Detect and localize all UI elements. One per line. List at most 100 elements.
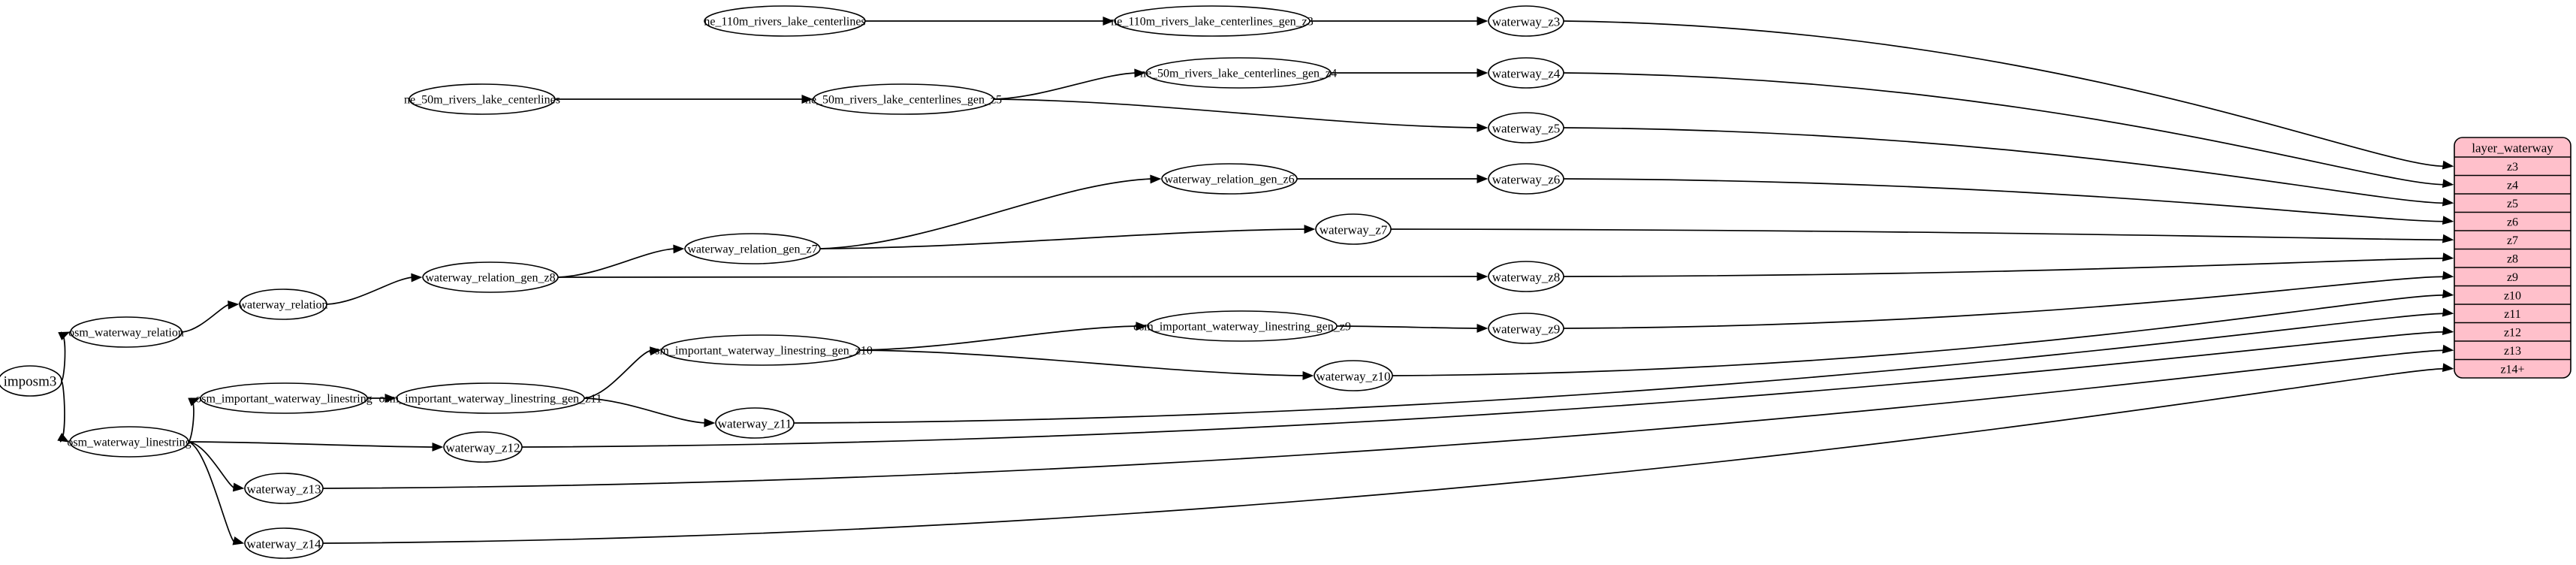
node-label: waterway_z10 [1316,370,1390,384]
record-row-z7[interactable]: z7 [2507,234,2518,247]
edge-waterway_z13-to-layer_waterway-z13 [322,344,2454,489]
node-osm_waterway_linestring[interactable]: osm_waterway_linestring [67,426,192,458]
node-label: osm_important_waterway_linestring_gen_z1… [649,345,873,358]
edge-waterway_z11-to-layer_waterway-z11 [793,307,2454,424]
node-waterway_relation_gen_z8[interactable]: waterway_relation_gen_z8 [422,261,559,293]
record-row-z5[interactable]: z5 [2507,198,2518,210]
node-label: waterway_z4 [1492,67,1561,81]
node-waterway_relation_gen_z7[interactable]: waterway_relation_gen_z7 [684,233,821,264]
node-osm_important_waterway_linestring_gen_z9[interactable]: osm_important_waterway_linestring_gen_z9 [1133,310,1351,342]
node-waterway_z6[interactable]: waterway_z6 [1488,163,1564,195]
node-label: waterway_z6 [1492,173,1561,187]
node-waterway_z5[interactable]: waterway_z5 [1488,112,1564,144]
record-row-z4[interactable]: z4 [2507,179,2518,192]
node-osm_important_waterway_linestring[interactable]: osm_important_waterway_linestring [195,382,373,414]
node-label: osm_important_waterway_linestring_gen_z9 [1133,321,1351,334]
node-waterway_z4[interactable]: waterway_z4 [1488,57,1564,89]
node-osm_important_waterway_linestring_gen_z10[interactable]: osm_important_waterway_linestring_gen_z1… [649,334,873,366]
record-row-z14plus[interactable]: z14+ [2500,363,2524,376]
edge-waterway_z5-to-layer_waterway-z5 [1563,127,2454,207]
node-osm_important_waterway_linestring_gen_z11[interactable]: osm_important_waterway_linestring_gen_z1… [379,382,602,414]
node-label: ne_50m_rivers_lake_centerlines_gen_z5 [805,94,1002,107]
record-layer-waterway[interactable]: layer_waterway z3 z4 z5 z6 z7 z8 z9 z10 z11 z12 z13… [2454,137,2571,379]
node-label: waterway_relation_gen_z6 [1164,174,1294,186]
node-waterway_relation_gen_z6[interactable]: waterway_relation_gen_z6 [1161,163,1298,195]
edge-osm_important_waterway_linestring_gen_z11-to-osm_important_waterway_linestring_gen_z10 [584,346,662,399]
edge-osm_waterway_linestring-to-waterway_z13 [188,441,245,492]
node-label: waterway_relation_gen_z8 [425,272,555,285]
node-waterway_z13[interactable]: waterway_z13 [244,473,324,504]
edge-osm_waterway_relation-to-waterway_relation [181,300,240,333]
node-ne_50m_rivers_lake_centerlines_gen_z4[interactable]: ne_50m_rivers_lake_centerlines_gen_z4 [1140,57,1337,89]
node-waterway_z12[interactable]: waterway_z12 [443,431,523,463]
edge-ne_50m_rivers_lake_centerlines_gen_z5-to-waterway_z5 [993,98,1489,132]
edge-ne_50m_rivers_lake_centerlines_gen_z5-to-ne_50m_rivers_lake_centerlines_gen_z4 [993,68,1146,100]
node-label: waterway_z11 [718,417,792,431]
node-layer: imposm3 osm_waterway_relation osm_waterway… [0,5,1564,559]
edge-waterway_relation_gen_z6-to-waterway_z6 [1297,174,1489,183]
edge-osm_waterway_linestring-to-osm_important_waterway_linestring [188,397,201,443]
edge-waterway_relation-to-waterway_relation_gen_z8 [326,273,423,305]
node-osm_waterway_relation[interactable]: osm_waterway_relation [68,316,184,348]
record-row-z3[interactable]: z3 [2507,161,2518,174]
record-row-z11[interactable]: z11 [2504,308,2521,321]
node-waterway_z3[interactable]: waterway_z3 [1488,5,1564,37]
record-row-z9[interactable]: z9 [2507,271,2518,284]
edge-waterway_z3-to-layer_waterway-z3 [1563,20,2454,170]
node-label: waterway_z5 [1492,122,1561,136]
node-label: waterway_z14 [246,537,321,551]
record-row-z13[interactable]: z13 [2504,345,2521,358]
edge-waterway_z9-to-layer_waterway-z9 [1563,270,2454,329]
node-waterway_z8[interactable]: waterway_z8 [1488,261,1564,292]
node-label: waterway_relation [238,299,327,312]
edge-imposm3-to-osm_waterway_linestring [57,380,70,443]
node-label: ne_50m_rivers_lake_centerlines [404,94,560,107]
node-label: waterway_z7 [1320,223,1388,237]
node-label: waterway_z9 [1492,322,1561,337]
edge-waterway_relation_gen_z7-to-waterway_z7 [819,225,1316,249]
edge-osm_important_waterway_linestring_gen_z11-to-waterway_z11 [584,397,716,428]
node-label: osm_waterway_relation [68,327,184,340]
node-ne_50m_rivers_lake_centerlines_gen_z5[interactable]: ne_50m_rivers_lake_centerlines_gen_z5 [805,83,1002,115]
node-waterway_z11[interactable]: waterway_z11 [715,407,795,439]
node-label: waterway_z3 [1492,15,1561,29]
node-label: waterway_z8 [1492,270,1561,285]
node-ne_110m_rivers_lake_centerlines[interactable]: ne_110m_rivers_lake_centerlines [704,5,866,37]
edge-ne_50m_rivers_lake_centerlines-to-ne_50m_rivers_lake_centerlines_gen_z5 [555,95,813,104]
edge-ne_110m_rivers_lake_centerlines-to-ne_110m_rivers_lake_centerlines_gen_z3 [865,17,1115,26]
edge-imposm3-to-osm_waterway_relation [58,331,71,382]
node-waterway_z7[interactable]: waterway_z7 [1315,213,1392,245]
node-label: ne_110m_rivers_lake_centerlines_gen_z3 [1111,16,1314,29]
node-ne_50m_rivers_lake_centerlines[interactable]: ne_50m_rivers_lake_centerlines [404,83,560,115]
node-ne_110m_rivers_lake_centerlines_gen_z3[interactable]: ne_110m_rivers_lake_centerlines_gen_z3 [1111,5,1314,37]
edge-layer [57,17,2454,545]
record-row-z8[interactable]: z8 [2507,252,2518,265]
edge-waterway_relation_gen_z7-to-waterway_relation_gen_z6 [819,174,1162,249]
edge-waterway_z7-to-layer_waterway-z7 [1390,228,2454,243]
record-layer: layer_waterway z3 z4 z5 z6 z7 z8 z9 z10 z11 z12 z13… [2454,137,2571,379]
record-row-z6[interactable]: z6 [2507,216,2518,228]
edge-osm_waterway_linestring-to-waterway_z12 [188,441,444,452]
node-waterway_relation[interactable]: waterway_relation [238,289,328,320]
edge-osm_important_waterway_linestring-to-osm_important_waterway_linestring_gen_z11 [366,394,397,403]
edge-waterway_z12-to-layer_waterway-z12 [521,326,2454,448]
node-imposm3[interactable]: imposm3 [0,365,62,397]
record-row-z12[interactable]: z12 [2504,326,2521,339]
record-row-z10[interactable]: z10 [2504,289,2521,302]
node-label: ne_50m_rivers_lake_centerlines_gen_z4 [1140,68,1337,80]
node-label: osm_waterway_linestring [67,437,191,449]
edge-waterway_z10-to-layer_waterway-z10 [1392,289,2454,376]
record-header-label: layer_waterway [2472,141,2553,156]
node-label: ne_110m_rivers_lake_centerlines [704,16,865,29]
edge-waterway_z6-to-layer_waterway-z6 [1563,178,2454,225]
node-waterway_z9[interactable]: waterway_z9 [1488,313,1564,344]
node-label: waterway_z13 [246,482,321,497]
node-waterway_z10[interactable]: waterway_z10 [1314,360,1393,391]
edge-osm_important_waterway_linestring_gen_z10-to-waterway_z10 [859,349,1314,380]
node-waterway_z14[interactable]: waterway_z14 [244,527,324,559]
edge-waterway_z4-to-layer_waterway-z4 [1563,72,2454,189]
node-label: imposm3 [4,374,57,390]
edge-waterway_relation_gen_z8-to-waterway_relation_gen_z7 [557,244,685,278]
